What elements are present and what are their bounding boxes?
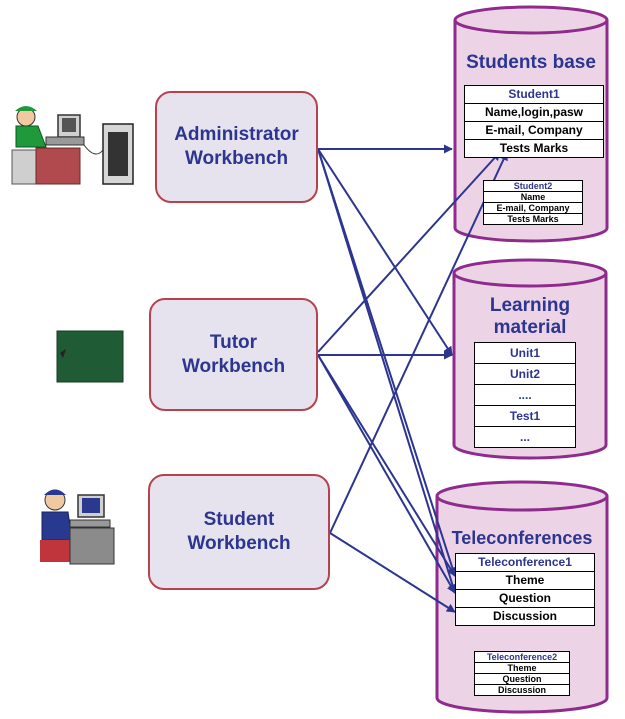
arrow-tutor-tc2 [317,354,456,594]
learning-material-row: Unit1 [510,346,540,360]
arrow-tutor-tc1 [317,354,456,577]
student-workbench-box: Student Workbench [148,474,330,590]
student2-table: Student2 Name E-mail, Company Tests Mark… [483,180,583,225]
teleconference1-table: Teleconference1 Theme Question Discussio… [455,553,595,626]
arrow-student-tc [329,532,456,613]
student2-row: Name [484,191,582,202]
teleconference2-row: Question [475,673,569,684]
learning-material-row: ... [475,426,575,447]
student1-header: Student1 [508,87,560,101]
teleconference1-row: Discussion [456,607,594,625]
arrow-student-students [329,151,508,534]
teleconference2-header: Teleconference2 [486,652,558,662]
arrow-admin-tc2 [317,148,457,594]
learning-material-table: Unit1 Unit2 .... Test1 ... [474,342,576,448]
teleconferences-title: Teleconferences [451,528,593,548]
student-computer-icon [40,489,115,565]
tutor-board-icon [56,330,124,383]
tutor-workbench-box: Tutor Workbench [149,298,318,411]
student2-header: Student2 [513,181,553,191]
learning-material-title: Learning material [489,295,571,338]
arrow-admin-learning [317,148,453,356]
student1-row: E-mail, Company [465,121,603,139]
connection-arrows [317,144,508,613]
administrator-computer-icon [11,106,134,185]
learning-material-row: Unit2 [475,363,575,384]
administrator-workbench-box: Administrator Workbench [155,91,318,203]
teleconference2-row: Theme [475,662,569,673]
student2-row: E-mail, Company [484,202,582,213]
students-base-title: Students base [466,52,596,73]
student2-row: Tests Marks [484,213,582,224]
learning-material-row: .... [475,384,575,405]
teleconference1-row: Question [456,589,594,607]
learning-material-row: Test1 [475,405,575,426]
teleconference2-row: Discussion [475,684,569,695]
teleconference1-header: Teleconference1 [478,555,572,569]
teleconference2-table: Teleconference2 Theme Question Discussio… [474,651,570,696]
arrow-tutor-students [317,151,501,353]
student1-table: Student1 Name,login,pasw E-mail, Company… [464,85,604,158]
student1-row: Name,login,pasw [465,103,603,121]
student1-row: Tests Marks [465,139,603,157]
teleconference1-row: Theme [456,571,594,589]
